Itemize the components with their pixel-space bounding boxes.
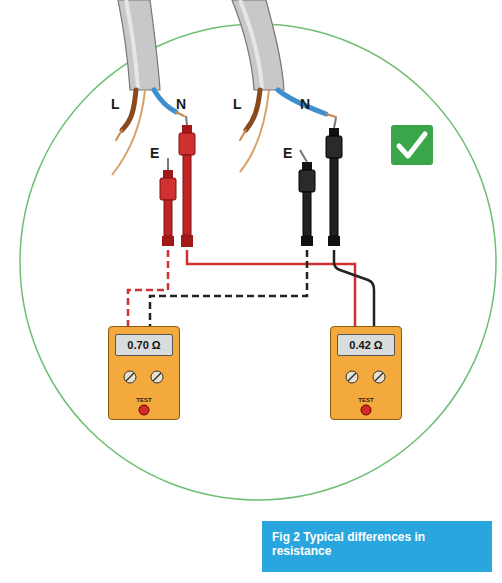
conductor-label: E: [283, 145, 292, 161]
probe-red-e: [160, 158, 176, 246]
test-leads: [128, 250, 374, 328]
multimeter: 0.42 Ω TEST: [330, 326, 402, 420]
button-label: TEST: [109, 397, 179, 403]
cable-left: [112, 0, 184, 175]
conductor-label: N: [176, 96, 186, 112]
meter-display: 0.42 Ω: [337, 334, 395, 356]
probe-red-n: [179, 116, 195, 247]
probe-black-e: [299, 150, 315, 246]
check-badge: [390, 124, 434, 166]
conductor-label: L: [111, 96, 120, 112]
meter-display: 0.70 Ω: [115, 334, 173, 356]
conductor-label: N: [300, 96, 310, 112]
cable-right: [232, 0, 336, 172]
conductor-label: E: [150, 145, 159, 161]
conductor-label: L: [233, 96, 242, 112]
probe-black-n: [326, 118, 342, 246]
frame-circle: [20, 24, 496, 500]
multimeter: 0.70 Ω TEST: [108, 326, 180, 420]
figure-caption: Fig 2 Typical differences in resistance: [262, 521, 492, 572]
button-label: TEST: [331, 397, 401, 403]
